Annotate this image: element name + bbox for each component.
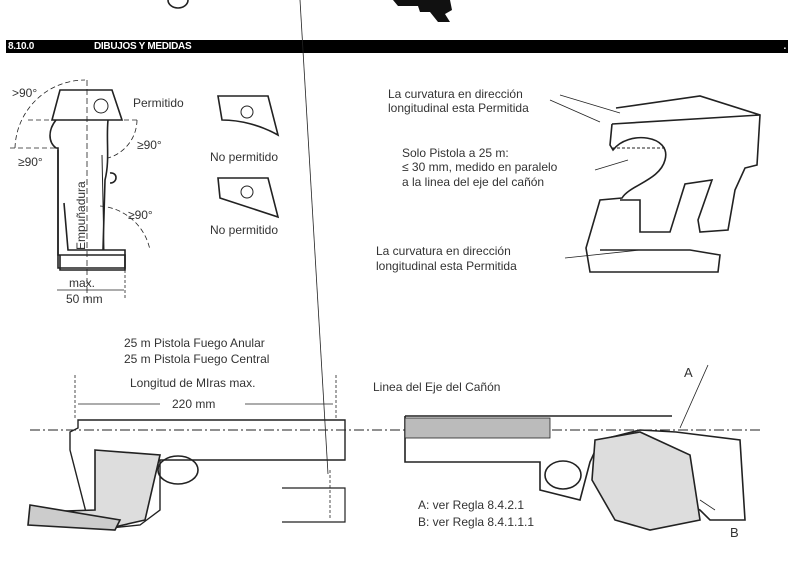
angle-right-label: ≥90° [137,138,162,152]
marker-a: A [684,365,693,380]
mid-note-1: Solo Pistola a 25 m: [402,146,509,160]
barrel-axis-label: Linea del Eje del Cañón [373,380,501,394]
rule-b-reference: B: ver Regla 8.4.1.1.1 [418,515,535,529]
angle-bottom-label: ≥90° [128,208,153,222]
top-curvature-note-1: La curvatura en dirección [388,87,523,101]
marker-b: B [730,525,739,540]
width-label-value: 50 mm [66,292,103,306]
section-number: 8.10.0 [8,41,35,52]
width-label-max: max. [69,276,96,290]
rule-a-reference: A: ver Regla 8.4.2.1 [418,498,525,512]
sight-length-value: 220 mm [172,397,216,411]
not-allowed-label-1: No permitido [210,150,279,164]
not-allowed-label-2: No permitido [210,223,279,237]
angle-top-label: >90° [12,86,38,100]
mid-note-2: ≤ 30 mm, medido en paralelo [402,160,558,174]
mid-note-3: a la linea del eje del cañón [402,175,545,189]
section-header-bar: 8.10.0 DIBUJOS Y MEDIDAS . [6,40,788,53]
allowed-label: Permitido [133,96,184,110]
sight-length-label: Longitud de MIras max. [130,376,256,390]
angle-left-label: ≥90° [18,155,43,169]
bottom-curvature-note-2: longitudinal esta Permitida [376,259,517,273]
top-curvature-note-2: longitudinal esta Permitida [388,101,529,115]
pistol-title-2: 25 m Pistola Fuego Central [124,352,270,366]
pistol-title-1: 25 m Pistola Fuego Anular [124,336,265,350]
section-title: DIBUJOS Y MEDIDAS [94,41,192,52]
bottom-curvature-note-1: La curvatura en dirección [376,244,511,258]
section-end-mark: . [783,41,787,52]
